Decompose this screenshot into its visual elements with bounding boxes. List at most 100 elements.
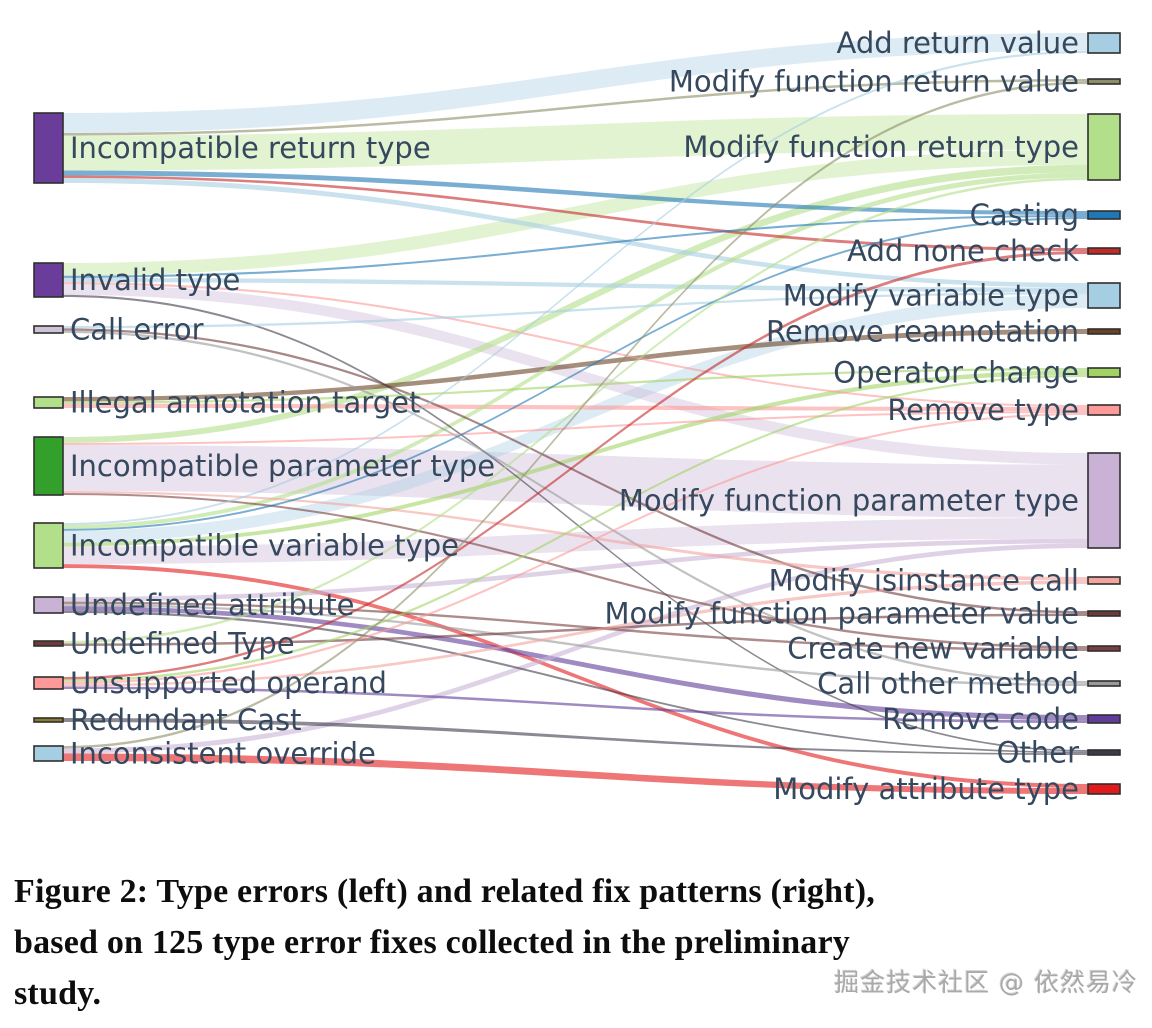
- sankey-node-modify-function-return-type: [1087, 113, 1121, 181]
- sankey-node-redundant-cast: [33, 717, 64, 723]
- sankey-link-invalid-type-remove-type: [63, 282, 1088, 407]
- watermark: 掘金技术社区 @ 依然易冷: [834, 968, 1138, 997]
- sankey-node-incompatible-variable-type: [33, 522, 64, 569]
- sankey-link-incompatible-return-type-modify-variable-type: [63, 178, 1088, 288]
- sankey-link-invalid-type-modify-variable-type: [63, 277, 1088, 293]
- sankey-node-add-none-check: [1087, 247, 1121, 255]
- sankey-link-undefined-attribute-create-new-variable: [63, 601, 1088, 651]
- sankey-label-illegal-annotation-target: Illegal annotation target: [70, 386, 420, 420]
- sankey-label-modify-isinstance-call: Modify isinstance call: [769, 564, 1079, 598]
- sankey-link-illegal-annotation-target-remove-reannotation: [63, 329, 1088, 402]
- sankey-label-modify-variable-type: Modify variable type: [783, 279, 1079, 313]
- sankey-link-incompatible-variable-type-add-return-value: [63, 50, 1088, 525]
- sankey-link-inconsistent-override-modify-attribute-type: [63, 753, 1088, 794]
- sankey-node-call-other-method: [1087, 680, 1121, 687]
- sankey-node-modify-function-parameter-type: [1087, 452, 1121, 549]
- sankey-link-call-error-modify-function-parameter-value: [63, 328, 1088, 614]
- sankey-link-undefined-type-modify-function-parameter-value: [63, 613, 1088, 646]
- sankey-node-add-return-value: [1087, 32, 1121, 54]
- sankey-label-casting: Casting: [970, 198, 1079, 232]
- sankey-link-incompatible-return-type-modify-function-return-value: [63, 79, 1088, 136]
- sankey-label-call-error: Call error: [70, 313, 204, 347]
- sankey-link-illegal-annotation-target-operator-change: [63, 368, 1088, 404]
- sankey-link-invalid-type-casting: [63, 215, 1088, 278]
- sankey-link-unsupported-operand-add-none-check: [63, 251, 1088, 680]
- sankey-link-unsupported-operand-modify-isinstance-call: [63, 580, 1088, 687]
- sankey-node-modify-function-parameter-value: [1087, 610, 1121, 617]
- sankey-node-remove-type: [1087, 404, 1121, 416]
- sankey-node-modify-variable-type: [1087, 282, 1121, 309]
- sankey-link-inconsistent-override-modify-function-parameter-type: [63, 543, 1088, 754]
- sankey-node-modify-isinstance-call: [1087, 576, 1121, 585]
- sankey-label-modify-function-return-type: Modify function return type: [683, 130, 1079, 164]
- sankey-link-incompatible-variable-type-modify-function-parameter-type: [63, 517, 1088, 565]
- sankey-label-undefined-type: Undefined Type: [70, 627, 295, 661]
- sankey-node-undefined-attribute: [33, 596, 64, 614]
- sankey-label-redundant-cast: Redundant Cast: [70, 703, 302, 737]
- sankey-label-unsupported-operand: Unsupported operand: [70, 666, 387, 700]
- sankey-link-redundant-cast-other: [63, 718, 1088, 755]
- sankey-label-modify-function-parameter-value: Modify function parameter value: [604, 597, 1079, 631]
- caption-line: study.: [14, 975, 102, 1012]
- sankey-label-incompatible-parameter-type: Incompatible parameter type: [70, 449, 495, 483]
- sankey-node-modify-function-return-value: [1087, 78, 1121, 85]
- sankey-link-illegal-annotation-target-remove-type: [63, 403, 1088, 411]
- sankey-link-incompatible-variable-type-casting: [63, 217, 1088, 531]
- sankey-link-incompatible-return-type-casting: [63, 170, 1088, 215]
- sankey-link-unsupported-operand-operator-change: [63, 374, 1088, 682]
- sankey-node-remove-code: [1087, 714, 1121, 724]
- sankey-node-create-new-variable: [1087, 645, 1121, 652]
- sankey-link-incompatible-return-type-add-none-check: [63, 175, 1088, 251]
- sankey-link-call-error-call-other-method: [63, 330, 1088, 684]
- sankey-label-incompatible-variable-type: Incompatible variable type: [70, 529, 459, 563]
- sankey-label-other: Other: [997, 736, 1079, 770]
- sankey-label-remove-type: Remove type: [887, 393, 1079, 427]
- sankey-node-illegal-annotation-target: [33, 396, 64, 409]
- sankey-link-incompatible-parameter-type-modify-function-return-type: [63, 164, 1088, 443]
- sankey-link-inconsistent-override-modify-function-return-value: [63, 81, 1088, 749]
- sankey-link-undefined-attribute-call-other-method: [63, 603, 1088, 686]
- sankey-label-remove-code: Remove code: [882, 702, 1079, 736]
- sankey-link-undefined-type-modify-function-return-type: [63, 177, 1088, 644]
- sankey-node-undefined-type: [33, 640, 64, 647]
- sankey-node-call-error: [33, 325, 64, 334]
- figure-caption: Figure 2: Type errors (left) and related…: [14, 866, 1140, 1019]
- sankey-label-modify-attribute-type: Modify attribute type: [773, 772, 1079, 806]
- sankey-node-operator-change: [1087, 367, 1121, 378]
- sankey-label-add-none-check: Add none check: [847, 234, 1079, 268]
- sankey-node-invalid-type: [33, 262, 64, 298]
- sankey-label-create-new-variable: Create new variable: [787, 632, 1079, 666]
- sankey-link-invalid-type-other: [63, 294, 1088, 752]
- sankey-link-undefined-attribute-other: [63, 610, 1088, 754]
- caption-line: Figure 2: Type errors (left) and related…: [14, 873, 875, 910]
- sankey-link-unsupported-operand-remove-type: [63, 413, 1088, 685]
- sankey-node-remove-reannotation: [1087, 328, 1121, 335]
- sankey-link-incompatible-parameter-type-create-new-variable: [63, 493, 1088, 649]
- sankey-link-incompatible-variable-type-modify-attribute-type: [63, 564, 1088, 788]
- sankey-label-invalid-type: Invalid type: [70, 263, 240, 297]
- sankey-node-inconsistent-override: [33, 745, 64, 762]
- sankey-label-inconsistent-override: Inconsistent override: [70, 737, 376, 771]
- sankey-link-incompatible-variable-type-modify-function-return-type: [63, 172, 1088, 529]
- sankey-label-operator-change: Operator change: [833, 356, 1079, 390]
- sankey-label-modify-function-parameter-type: Modify function parameter type: [619, 484, 1079, 518]
- sankey-label-incompatible-return-type: Incompatible return type: [70, 131, 431, 165]
- sankey-nodes-layer: [33, 32, 1121, 795]
- sankey-link-incompatible-variable-type-operator-change: [63, 370, 1088, 547]
- sankey-link-incompatible-parameter-type-modify-isinstance-call: [63, 491, 1088, 581]
- sankey-link-incompatible-parameter-type-remove-type: [63, 411, 1088, 445]
- sankey-node-casting: [1087, 210, 1121, 220]
- sankey-label-modify-function-return-value: Modify function return value: [669, 65, 1079, 99]
- sankey-node-incompatible-return-type: [33, 112, 64, 184]
- sankey-link-undefined-attribute-remove-code: [63, 606, 1088, 721]
- sankey-label-call-other-method: Call other method: [817, 667, 1079, 701]
- sankey-link-call-error-modify-variable-type: [63, 292, 1088, 329]
- sankey-links-layer: [63, 33, 1088, 794]
- caption-line: based on 125 type error fixes collected …: [14, 924, 851, 961]
- sankey-link-incompatible-parameter-type-modify-function-parameter-type: [63, 445, 1088, 518]
- sankey-node-other: [1087, 749, 1121, 756]
- sankey-link-incompatible-variable-type-modify-variable-type: [63, 294, 1088, 543]
- sankey-node-unsupported-operand: [33, 676, 64, 690]
